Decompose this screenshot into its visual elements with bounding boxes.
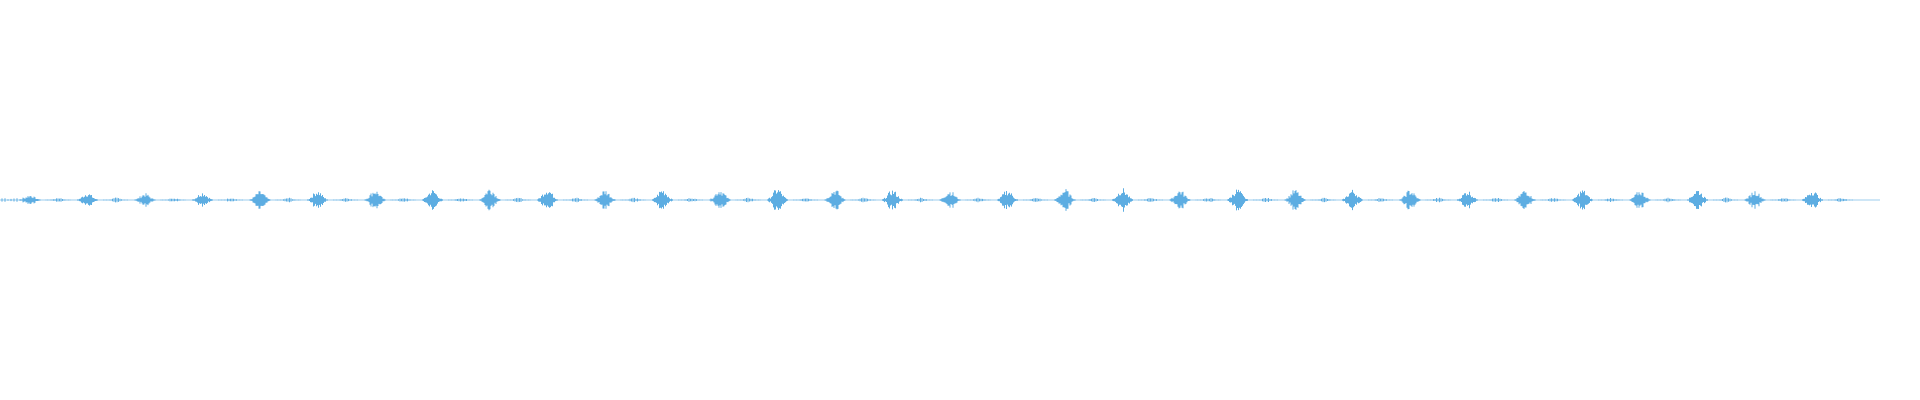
waveform-bursts [1,188,1853,212]
